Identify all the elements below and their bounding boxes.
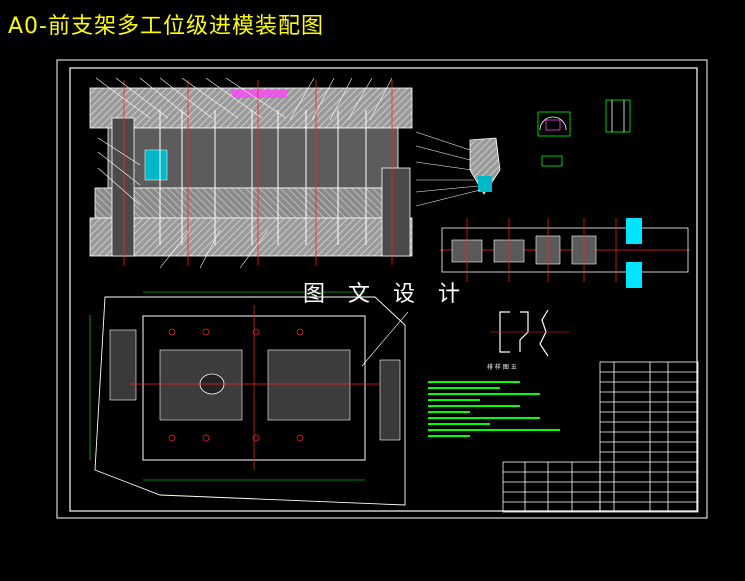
title-block — [502, 461, 601, 513]
drawing-title: A0-前支架多工位级进模装配图 — [8, 14, 324, 39]
profile-detail — [490, 309, 570, 357]
technical-notes — [428, 381, 560, 437]
watermark-text: 图 文 设 计 — [303, 282, 468, 307]
plan-view — [89, 291, 409, 506]
strip-layout — [440, 218, 690, 288]
parts-list-table — [599, 361, 699, 513]
assembly-section-view — [89, 77, 413, 269]
detail-section — [415, 131, 501, 207]
drawing-frame — [56, 59, 708, 519]
strip-layout-heading: 排 样 图 五 — [487, 364, 517, 371]
small-parts-detail — [537, 99, 631, 167]
